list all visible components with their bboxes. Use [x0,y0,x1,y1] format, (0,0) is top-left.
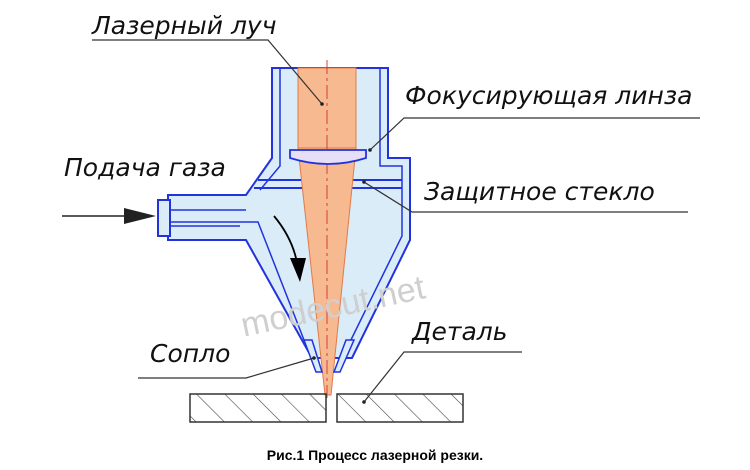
focusing-lens [289,149,367,165]
label-nozzle: Сопло [150,339,230,368]
workpiece [189,393,464,423]
leader-lines [92,39,700,403]
leader-nozzle [138,357,315,379]
leader-focusing-lens [369,117,700,151]
label-protective-glass: Защитное стекло [424,177,655,206]
leader-dots [312,102,372,404]
gas-inlet-pipe [157,199,171,237]
gas-feed-arrow [62,208,156,224]
label-laser-beam: Лазерный луч [91,11,277,40]
lens-shape [289,149,367,165]
gas-inlet-bore [170,209,246,227]
label-focusing-lens: Фокусирующая линза [405,81,692,110]
leader-workpiece [363,351,522,403]
workpiece-right [336,393,464,423]
label-gas-feed: Подача газа [64,153,226,182]
label-workpiece: Деталь [411,317,508,346]
nozzle-tip-left [302,339,324,373]
workpiece-left [189,393,327,423]
gas-flow-arrow [273,215,306,282]
laser-beam [297,60,357,398]
nozzle-tip-right [332,339,356,373]
leader-protective-glass [363,181,688,213]
leader-laser-beam [92,39,323,105]
nozzle [302,339,356,373]
figure-caption: Рис.1 Процесс лазерной резки. [267,447,483,463]
